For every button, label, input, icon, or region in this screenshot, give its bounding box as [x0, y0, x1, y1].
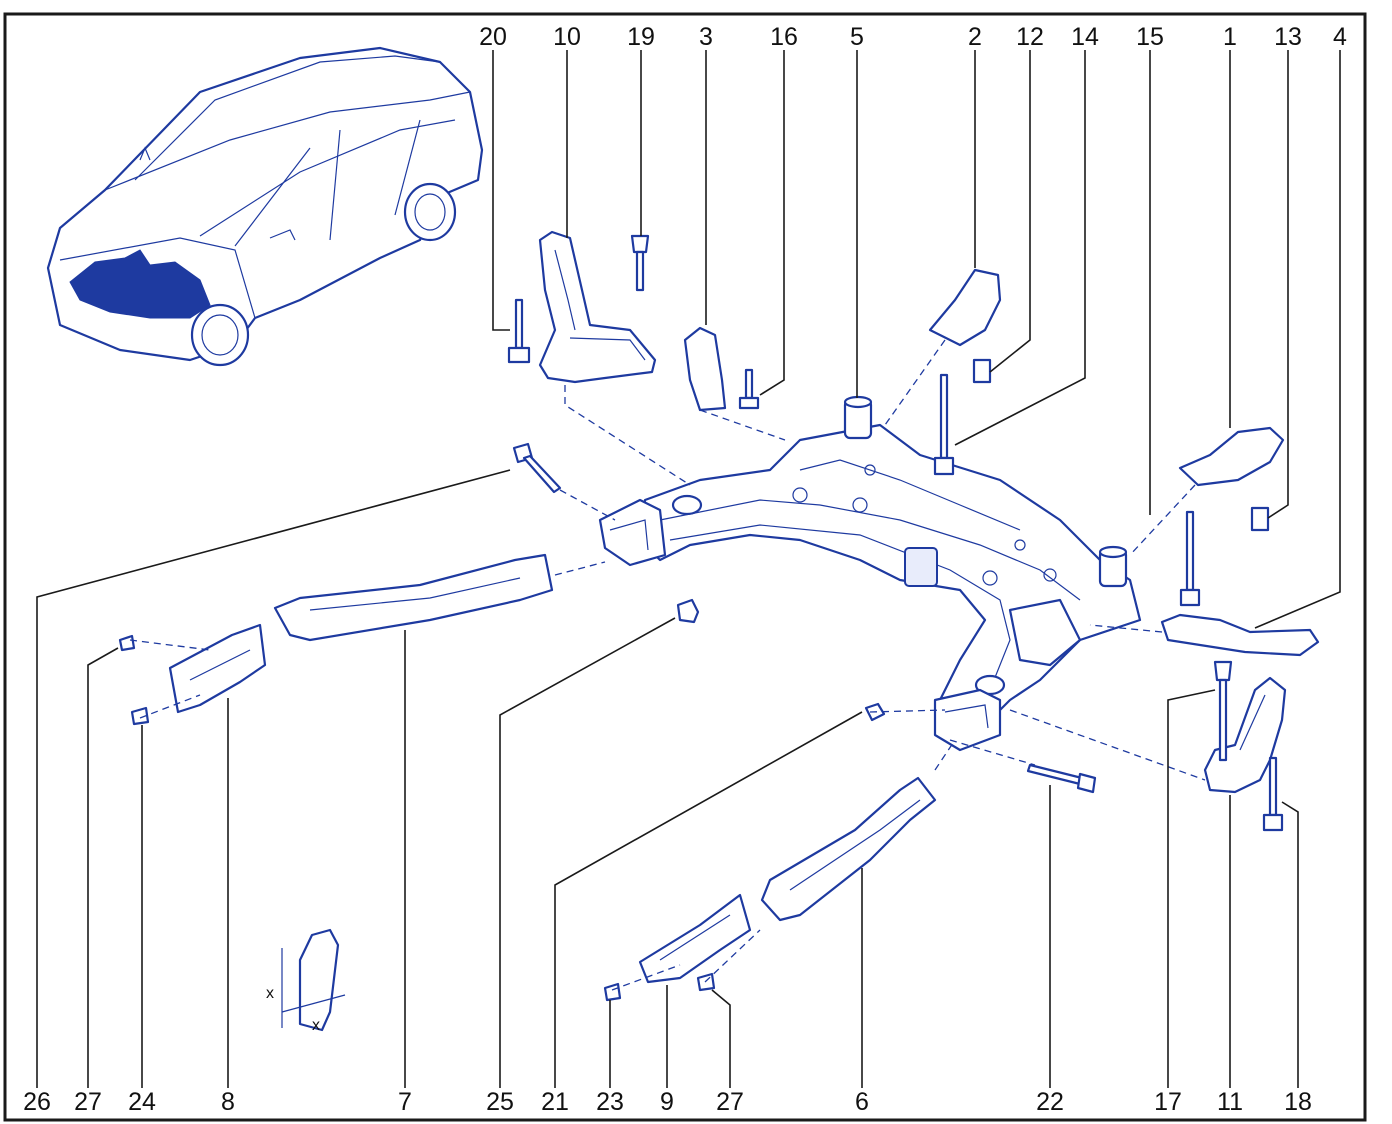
part-8-absorber	[168, 623, 267, 714]
callout-25: 25	[486, 1088, 514, 1116]
callout-13: 13	[1274, 23, 1302, 51]
part-27-bolt-upper	[118, 634, 136, 652]
callout-22: 22	[1036, 1088, 1064, 1116]
part-15-bolt	[1179, 510, 1201, 607]
callout-11: 11	[1217, 1088, 1243, 1116]
part-24-bolt	[130, 706, 150, 726]
callout-10: 10	[553, 23, 581, 51]
callout-2: 2	[968, 23, 982, 51]
part-13-nut	[1250, 506, 1270, 532]
callout-12: 12	[1016, 23, 1044, 51]
part-9-absorber	[638, 893, 752, 984]
part-22-bolt	[1026, 763, 1097, 794]
part-18-bolt	[1262, 756, 1284, 832]
tightening-detail-inset: x x	[266, 928, 346, 1034]
callout-16: 16	[770, 23, 798, 51]
part-23-bolt	[603, 982, 622, 1002]
diagram-frame	[3, 12, 1367, 1122]
part-7-crossmember	[273, 553, 554, 642]
callout-18: 18	[1284, 1088, 1312, 1116]
callout-9: 9	[660, 1088, 674, 1116]
part-6-crossmember	[760, 776, 937, 922]
part-20-bolt	[507, 298, 531, 364]
callout-5: 5	[850, 23, 864, 51]
callout-15: 15	[1136, 23, 1164, 51]
part-16-bolt	[738, 368, 760, 410]
part-19-bolt	[630, 234, 650, 292]
callout-7: 7	[398, 1088, 412, 1116]
callout-14: 14	[1071, 23, 1099, 51]
part-12-nut	[972, 358, 992, 384]
part-1-bracket	[1178, 426, 1285, 487]
callout-27-left: 27	[74, 1088, 102, 1116]
part-25-nut	[676, 598, 700, 624]
callout-8: 8	[221, 1088, 235, 1116]
dimension-mark-x-bottom: x	[312, 1017, 320, 1034]
callout-20: 20	[479, 23, 507, 51]
part-3-bracket	[683, 326, 727, 412]
leader-lines-top	[492, 50, 1341, 629]
callout-4: 4	[1333, 23, 1347, 51]
callout-19: 19	[627, 23, 655, 51]
subframe	[598, 395, 1142, 752]
callout-17: 17	[1154, 1088, 1182, 1116]
part-27-bolt-lower	[696, 972, 716, 992]
callout-26: 26	[23, 1088, 51, 1116]
part-14-bolt	[933, 373, 955, 476]
part-11-mount-bracket	[1203, 676, 1287, 794]
vehicle-location-illustration	[46, 46, 484, 367]
callout-3: 3	[699, 23, 713, 51]
callout-27-right: 27	[716, 1088, 744, 1116]
callout-21: 21	[541, 1088, 569, 1116]
part-26-bolt	[512, 442, 562, 494]
assembly-dashed-lines	[129, 339, 1206, 991]
bottom-callouts: 26 27 24 8 7 25 21 23 9 27 6 22 17 11 18	[23, 1088, 1312, 1116]
callout-6: 6	[855, 1088, 869, 1116]
part-10-mount-bracket	[538, 230, 657, 384]
callout-24: 24	[128, 1088, 156, 1116]
leader-lines-bottom	[36, 469, 1299, 1088]
callout-23: 23	[596, 1088, 624, 1116]
part-17-bolt	[1213, 660, 1233, 762]
part-2-bracket	[928, 268, 1002, 347]
top-callouts: 20 10 19 3 16 5 2 12 14 15 1 13 4	[479, 23, 1347, 51]
callout-1: 1	[1223, 23, 1237, 51]
dimension-mark-x-left: x	[266, 985, 274, 1002]
part-4-bracket	[1160, 613, 1320, 657]
